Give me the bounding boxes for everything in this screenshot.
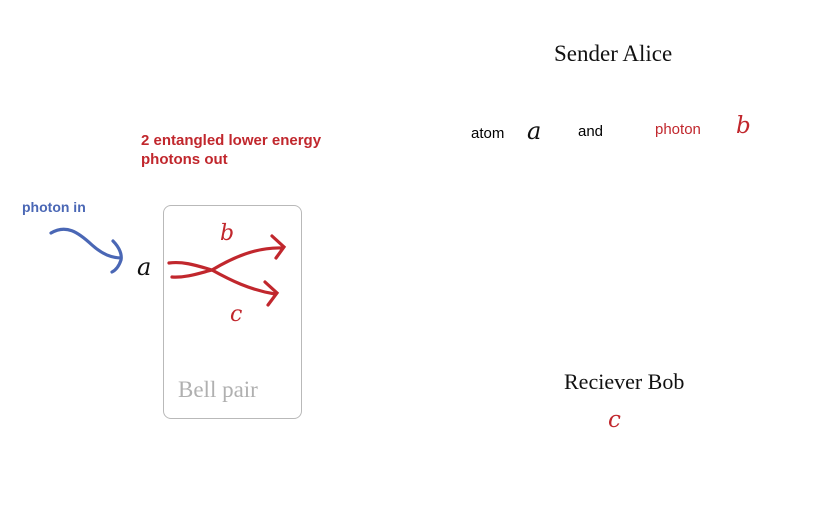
entangled-photons-arrows-icon — [167, 234, 287, 307]
receiver-photon-c-symbol: c — [608, 407, 621, 433]
receiver-title: Reciever Bob — [564, 369, 685, 394]
bell-pair-label: Bell pair — [178, 377, 258, 402]
photon-c-symbol: c — [230, 302, 243, 327]
output-label-line1: 2 entangled lower energy — [141, 132, 322, 149]
bell-pair-box — [163, 205, 302, 419]
photon-in-label: photon in — [22, 199, 86, 215]
sender-photon-b-symbol: b — [736, 113, 751, 139]
and-word: and — [578, 123, 604, 140]
photon-b-symbol: b — [220, 221, 235, 246]
sender-title: Sender Alice — [554, 41, 673, 66]
photon-in-arrow-icon — [49, 227, 123, 274]
photon-word: photon — [655, 121, 701, 138]
output-label-line2: photons out — [141, 151, 228, 168]
atom-word: atom — [471, 125, 505, 142]
output-label: 2 entangled lower energy photons out — [141, 131, 321, 169]
sender-atom-a-symbol: a — [527, 117, 542, 145]
atom-a-symbol: a — [137, 253, 152, 281]
